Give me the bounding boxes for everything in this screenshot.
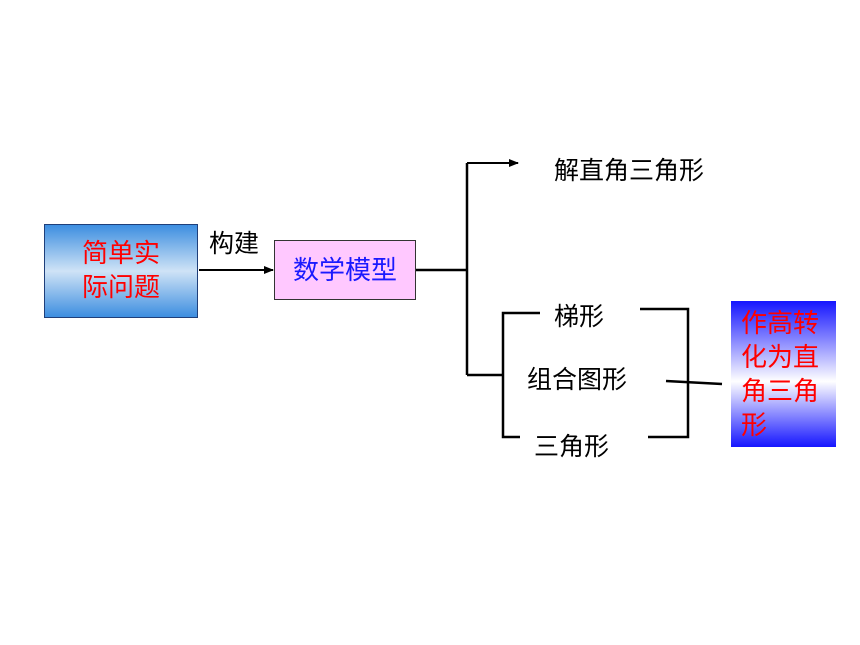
result-box-line-3: 角三角	[741, 377, 820, 407]
model-box: 数学模型	[274, 240, 416, 300]
branch-item-trapezoid: 梯形	[554, 302, 605, 331]
branch-item-composite: 组合图形	[527, 365, 628, 394]
branch-item-triangle: 三角形	[534, 432, 610, 461]
result-box: 作高转 化为直 角三角 形	[731, 301, 836, 447]
bracket-to-result-line	[665, 379, 723, 386]
right-bracket	[640, 307, 690, 439]
result-box-line-1: 作高转	[741, 309, 820, 339]
left-bracket	[501, 311, 540, 439]
start-box-line-1: 简单实	[81, 239, 160, 269]
branch-top-label: 解直角三角形	[554, 156, 705, 185]
result-box-line-2: 化为直	[741, 343, 820, 373]
start-box: 简单实 际问题	[44, 224, 198, 318]
result-box-line-4: 形	[741, 411, 768, 441]
start-box-line-2: 际问题	[81, 273, 160, 303]
edge-label: 构建	[209, 229, 260, 258]
